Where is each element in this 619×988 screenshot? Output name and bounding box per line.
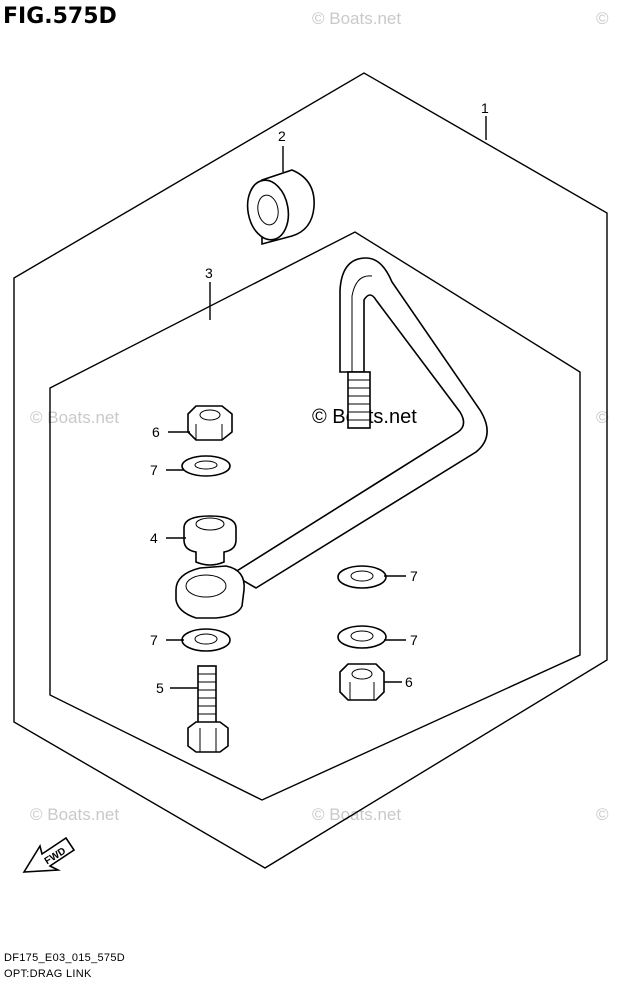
washer-part-7-c: [337, 565, 387, 589]
watermark: ©: [596, 9, 609, 28]
washer-part-7-d: [337, 625, 387, 649]
callout-4: 4: [150, 530, 158, 546]
assembly-outline-1: [13, 72, 608, 869]
callout-3: 3: [205, 265, 213, 281]
assembly-outline-3: [49, 231, 581, 801]
bushing-part-2: [246, 169, 315, 246]
figure-title: FIG.575D: [3, 4, 117, 29]
model-code: DF175_E03_015_575D: [4, 952, 125, 964]
watermark: © Boats.net: [30, 408, 119, 427]
callout-7: 7: [150, 632, 158, 648]
watermark: © Boats.net: [312, 805, 401, 824]
watermarks: © Boats.net © © Boats.net © © Boats.net …: [30, 9, 609, 824]
nut-part-6-upper: [187, 405, 233, 441]
watermark: © Boats.net: [30, 805, 119, 824]
watermark: ©: [596, 408, 609, 427]
callout-6: 6: [405, 674, 413, 690]
fwd-arrow-icon: FWD: [22, 836, 76, 873]
figure-caption: OPT:DRAG LINK: [4, 968, 92, 980]
callout-1: 1: [481, 100, 489, 116]
nut-part-6-lower: [339, 663, 385, 701]
watermark: ©: [596, 805, 609, 824]
washer-part-7-a: [181, 455, 231, 477]
callout-7: 7: [410, 568, 418, 584]
callout-6: 6: [152, 424, 160, 440]
callout-7: 7: [410, 632, 418, 648]
drag-link-rod-part-3: [175, 257, 488, 619]
callout-7: 7: [150, 462, 158, 478]
leader-lines: [166, 116, 487, 689]
washer-part-7-b: [181, 628, 231, 652]
bolt-part-5: [187, 665, 229, 753]
callout-2: 2: [278, 128, 286, 144]
callout-5: 5: [156, 680, 164, 696]
watermark: © Boats.net: [312, 9, 401, 28]
collar-part-4: [183, 515, 237, 566]
